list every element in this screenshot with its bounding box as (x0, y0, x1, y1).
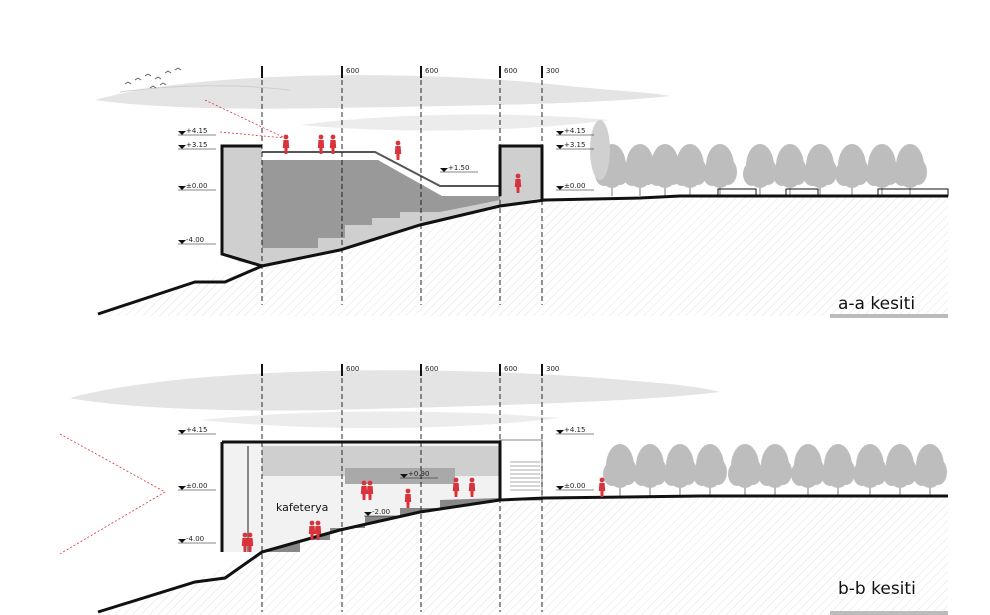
stair-band-bb (262, 498, 500, 552)
grid-dimension-label: 600 (425, 67, 438, 75)
room-label-kafeterya: kafeterya (276, 501, 328, 514)
level-label-right: +3.15 (564, 141, 585, 149)
building-fill-aa (222, 146, 542, 266)
clouds-aa (95, 75, 670, 131)
level-label-inner: -2.00 (372, 508, 390, 516)
level-label-left: -4.00 (186, 236, 204, 244)
level-marker-icon (364, 512, 372, 516)
terrain-line-aa (97, 194, 948, 316)
level-marker-icon (556, 145, 564, 149)
title-underline-aa (830, 314, 948, 318)
level-marker-icon (178, 131, 186, 135)
level-marker-icon (556, 486, 564, 490)
trees-bb (603, 444, 947, 496)
person-figure (394, 140, 402, 160)
level-label-right: ±0.00 (564, 182, 585, 190)
level-label-right: +4.15 (564, 127, 585, 135)
mezzanine-bb (345, 468, 455, 484)
level-marker-icon (556, 430, 564, 434)
level-marker-icon (440, 168, 448, 172)
level-label-left: ±0.00 (186, 482, 207, 490)
sightline-aa (204, 99, 286, 139)
stair-band-aa (262, 160, 500, 248)
grid-dimension-label: 600 (504, 365, 517, 373)
grid-dimension-label: 600 (425, 365, 438, 373)
trees-aa (590, 120, 927, 196)
ground-hatch-bb (98, 495, 948, 615)
level-label-left: +4.15 (186, 426, 207, 434)
level-label-left: +3.15 (186, 141, 207, 149)
grid-dimension-label: 600 (504, 67, 517, 75)
level-label-left: -4.00 (186, 535, 204, 543)
level-label-inner: +0.90 (408, 470, 429, 478)
sightline-bb (57, 433, 166, 556)
level-label-left: ±0.00 (186, 182, 207, 190)
benches-aa (717, 188, 949, 197)
level-marker-icon (178, 145, 186, 149)
level-marker-icon (400, 474, 408, 478)
level-marker-icon (556, 131, 564, 135)
level-label-left: +4.15 (186, 127, 207, 135)
birds-icon (124, 67, 182, 89)
clouds-bb (70, 370, 720, 429)
level-label-inner: +1.50 (448, 164, 469, 172)
level-marker-icon (556, 186, 564, 190)
section-bb (57, 370, 948, 615)
section-title-aa: a-a kesiti (838, 294, 915, 314)
grid-dimension-label: 600 (346, 67, 359, 75)
level-marker-icon (178, 240, 186, 244)
grid-dimension-label: 600 (346, 365, 359, 373)
ground-hatch-aa (98, 196, 948, 316)
grid-axes: 600 600 600 300 600 600 600 300 (261, 66, 559, 612)
grid-dimension-label: 300 (546, 67, 559, 75)
section-title-bb: b-b kesiti (838, 579, 916, 599)
level-marker-icon (178, 430, 186, 434)
section-aa (95, 67, 949, 318)
level-marker-icon (178, 486, 186, 490)
level-markers: +4.15 +3.15 ±0.00 -4.00 +4.15 +3.15 ±0.00 +4.15… (178, 127, 594, 544)
title-underline-bb (830, 611, 948, 615)
person-figure (598, 477, 606, 497)
grid-dimension-label: 300 (546, 365, 559, 373)
level-marker-icon (178, 539, 186, 543)
level-marker-icon (178, 186, 186, 190)
terrain-line-bb (97, 494, 948, 614)
level-label-right: ±0.00 (564, 482, 585, 490)
level-label-right: +4.15 (564, 426, 585, 434)
